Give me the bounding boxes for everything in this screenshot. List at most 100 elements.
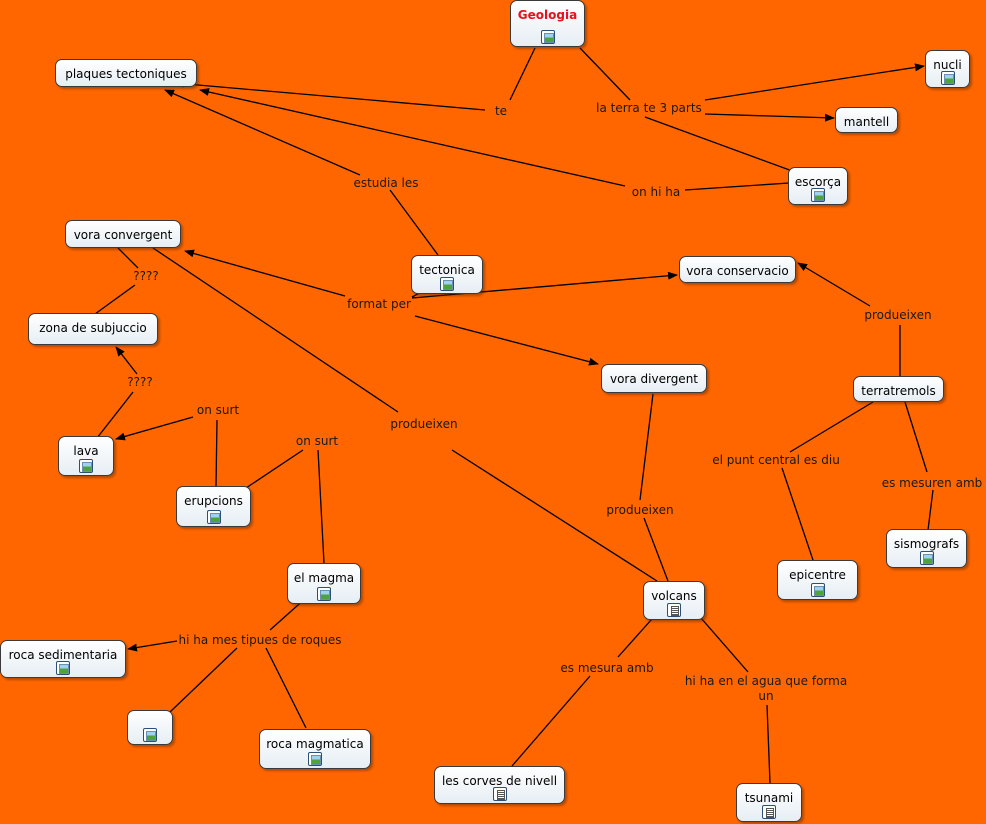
image-icon[interactable] xyxy=(56,661,70,675)
link-label-mesuren-amb[interactable]: es mesuren amb xyxy=(881,476,983,490)
link-line xyxy=(117,247,139,269)
concept-sismografs[interactable]: sismografs xyxy=(886,529,967,568)
link-line xyxy=(115,416,194,441)
concept-label: volcans xyxy=(651,589,697,603)
concept-label: escorça xyxy=(794,175,842,189)
concept-volcans[interactable]: volcans xyxy=(643,581,705,620)
link-label-on-surt-2[interactable]: on surt xyxy=(295,434,339,448)
image-icon[interactable] xyxy=(811,188,825,202)
image-icon[interactable] xyxy=(540,30,555,44)
concept-tsunami[interactable]: tsunami xyxy=(736,783,802,822)
concept-label: sismografs xyxy=(893,537,960,551)
document-icon[interactable] xyxy=(667,603,681,617)
link-line xyxy=(184,249,346,297)
image-icon[interactable] xyxy=(919,551,934,565)
link-line xyxy=(164,89,361,176)
concept-label: terratremols xyxy=(861,384,936,398)
link-line xyxy=(511,675,591,767)
link-line xyxy=(704,63,925,101)
link-label-estudia-les[interactable]: estudia les xyxy=(353,176,419,190)
concept-label: plaques tectoniques xyxy=(65,67,187,81)
link-label-on-surt-1[interactable]: on surt xyxy=(196,403,240,417)
document-icon[interactable] xyxy=(762,805,776,819)
concept-label: vora divergent xyxy=(609,372,698,386)
image-icon[interactable] xyxy=(206,510,221,524)
link-label-punt-central[interactable]: el punt central es diu xyxy=(712,453,840,467)
link-label-mesura-amb[interactable]: es mesura amb xyxy=(560,661,654,675)
image-icon[interactable] xyxy=(143,728,157,742)
concept-label: tsunami xyxy=(744,791,794,805)
image-icon[interactable] xyxy=(308,752,322,766)
link-label-produeixen-divergent[interactable]: produeixen xyxy=(606,503,674,517)
concept-label: vora convergent xyxy=(73,228,173,242)
link-line xyxy=(684,182,790,191)
image-icon[interactable] xyxy=(79,459,93,473)
link-line xyxy=(389,189,439,256)
concept-lava[interactable]: lava xyxy=(58,436,114,476)
link-line xyxy=(94,284,136,315)
link-line xyxy=(693,609,749,673)
concept-label: Geologia xyxy=(517,8,578,22)
concept-el-magma[interactable]: el magma xyxy=(287,563,361,604)
concept-vora-divergent[interactable]: vora divergent xyxy=(601,364,707,393)
document-icon[interactable] xyxy=(492,787,507,801)
concept-label: tectonica xyxy=(419,263,475,277)
concept-plaques-tectoniques[interactable]: plaques tectoniques xyxy=(55,59,197,87)
concept-corves-de-nivell[interactable]: les corves de nivell xyxy=(434,766,565,804)
link-label-produeixen-convergent[interactable]: produeixen xyxy=(390,417,458,431)
concept-vora-conservacio[interactable]: vora conservacio xyxy=(679,256,796,283)
link-line xyxy=(169,647,238,713)
link-line xyxy=(199,88,626,187)
concept-nucli[interactable]: nucli xyxy=(925,50,970,88)
link-label-on-hi-ha[interactable]: on hi ha xyxy=(631,185,681,199)
concept-mantell[interactable]: mantell xyxy=(835,107,898,133)
concept-label: el magma xyxy=(293,571,355,585)
link-line xyxy=(242,449,304,491)
link-line xyxy=(904,401,928,473)
link-label-agua-line1[interactable]: hi ha en el agua que forma xyxy=(684,674,848,688)
concept-label: vora conservacio xyxy=(686,264,789,278)
concept-label: les corves de nivell xyxy=(441,774,558,788)
concept-zona-subjuccio[interactable]: zona de subjuccio xyxy=(28,313,158,345)
concept-label: epicentre xyxy=(789,568,846,582)
link-line xyxy=(115,346,138,375)
link-label-q1[interactable]: ???? xyxy=(133,269,159,283)
link-line xyxy=(704,113,835,122)
image-icon[interactable] xyxy=(317,587,331,601)
link-label-produeixen-terratremols[interactable]: produeixen xyxy=(864,308,932,322)
concept-label: roca magmatica xyxy=(266,737,364,751)
link-label-tipues-de-roques[interactable]: hi ha mes tipues de roques xyxy=(178,633,342,647)
link-line xyxy=(644,116,796,173)
link-line xyxy=(215,419,218,487)
concept-roca-magmatica[interactable]: roca magmatica xyxy=(259,729,371,769)
image-icon[interactable] xyxy=(440,277,454,291)
link-line xyxy=(927,489,934,531)
concept-terratremols[interactable]: terratremols xyxy=(853,376,944,402)
concept-blank[interactable] xyxy=(127,710,173,745)
link-line xyxy=(797,262,871,307)
link-line xyxy=(643,517,669,582)
concept-label: erupcions xyxy=(184,494,243,508)
link-line xyxy=(414,315,599,366)
concept-label: mantell xyxy=(843,115,890,129)
image-icon[interactable] xyxy=(810,583,825,597)
concept-geologia[interactable]: Geologia xyxy=(510,0,585,47)
concept-epicentre[interactable]: epicentre xyxy=(777,560,858,600)
concept-roca-sedimentaria[interactable]: roca sedimentaria xyxy=(0,640,126,678)
concept-vora-convergent[interactable]: vora convergent xyxy=(65,220,181,248)
link-line xyxy=(265,647,307,729)
concept-tectonica[interactable]: tectonica xyxy=(411,255,483,294)
image-icon[interactable] xyxy=(940,71,955,85)
link-line xyxy=(317,449,325,564)
link-label-format-per[interactable]: format per xyxy=(347,297,411,311)
concept-escorca[interactable]: escorça xyxy=(788,167,848,205)
concept-erupcions[interactable]: erupcions xyxy=(176,486,251,527)
link-line xyxy=(174,79,486,111)
link-label-q2[interactable]: ???? xyxy=(127,375,153,389)
link-line xyxy=(781,467,814,561)
link-line xyxy=(766,704,771,784)
link-label-terra-3-parts[interactable]: la terra te 3 parts xyxy=(596,101,702,115)
link-label-te[interactable]: te xyxy=(494,104,508,118)
link-label-agua-line2[interactable]: un xyxy=(758,689,774,703)
